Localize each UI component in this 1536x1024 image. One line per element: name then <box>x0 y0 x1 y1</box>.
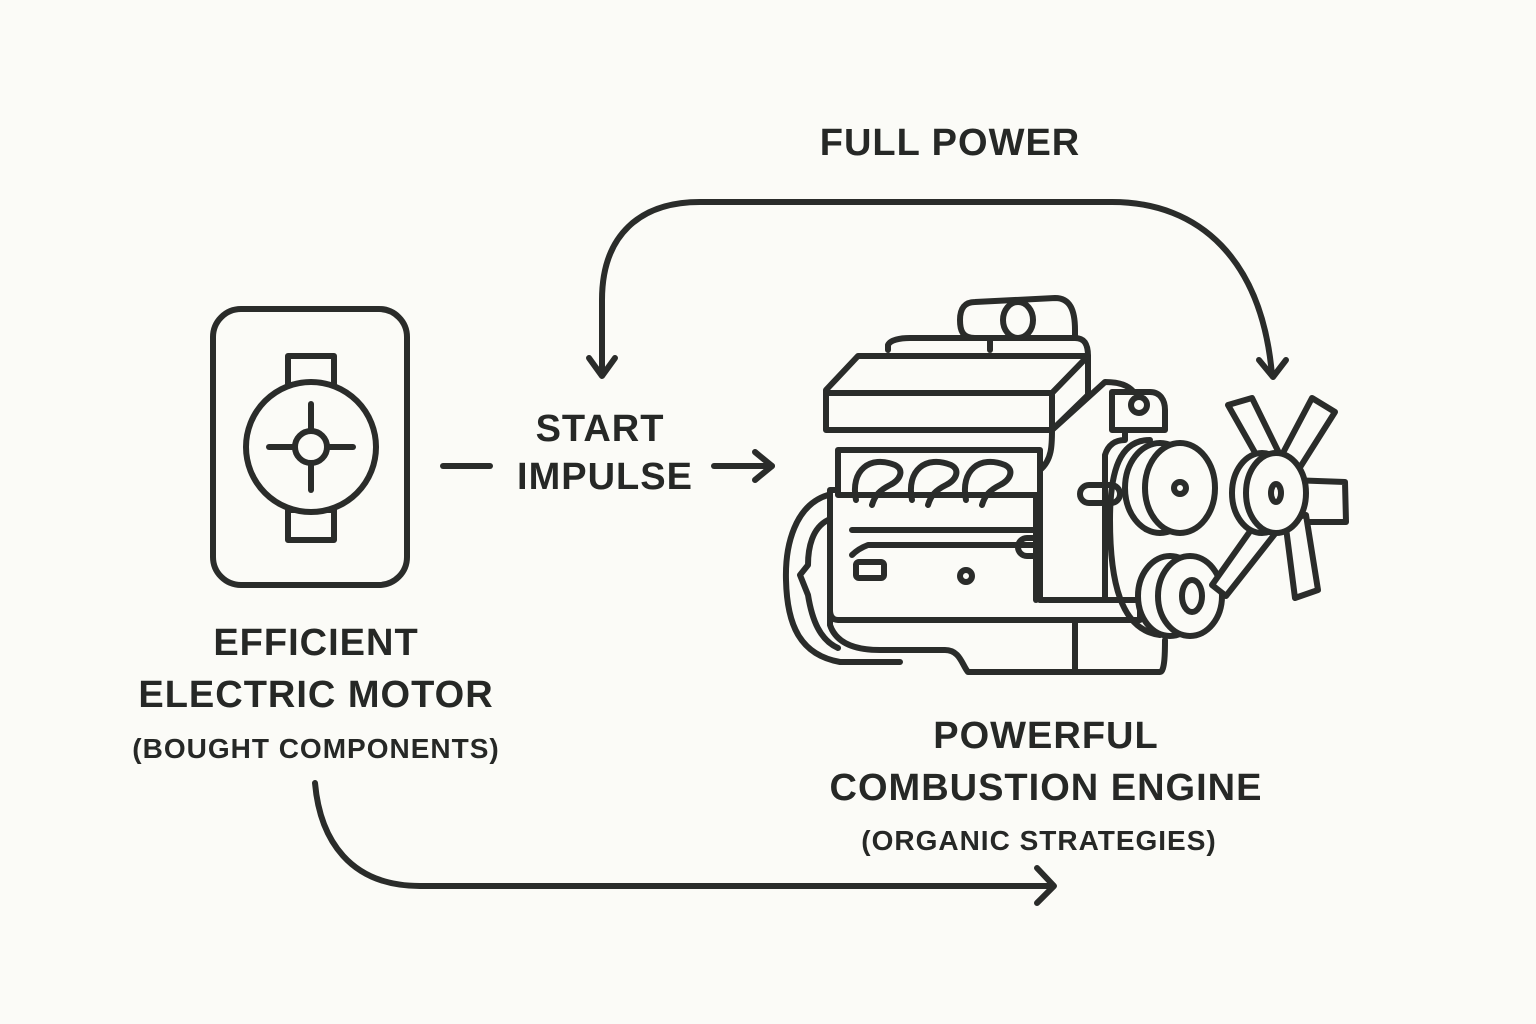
engine-alternator-pulley <box>1142 440 1218 536</box>
engine-alternator-hub <box>1171 479 1189 497</box>
engine-block-bolt <box>957 567 975 585</box>
engine-intake-plate <box>885 335 1091 359</box>
engine-air-filter <box>957 295 1078 341</box>
motor-subtitle: (BOUGHT COMPONENTS) <box>132 733 500 764</box>
arrow-down-icon-left <box>586 355 618 379</box>
arrow-down-icon-right <box>1256 357 1289 380</box>
full-power-label: FULL POWER <box>819 122 1081 164</box>
engine-title-line2: COMBUSTION ENGINE <box>829 767 1263 809</box>
electric-motor-icon <box>210 306 410 588</box>
engine-crank-pulley <box>1155 553 1225 639</box>
engine-manifold-runner-2 <box>907 458 960 508</box>
engine-subtitle: (ORGANIC STRATEGIES) <box>861 825 1217 856</box>
engine-title-line1: POWERFUL <box>933 715 1159 757</box>
bottom-flow-path <box>312 780 1056 889</box>
fan-hub-center <box>1268 481 1284 505</box>
engine-block-plate <box>853 559 887 581</box>
full-power-loop-path <box>599 199 1275 378</box>
engine-fan <box>1209 395 1349 601</box>
engine-manifold-runner-3 <box>961 458 1014 508</box>
arrow-right-icon <box>752 449 775 483</box>
start-impulse-label-line1: START <box>535 408 665 450</box>
engine-manifold-runner-1 <box>851 458 904 508</box>
engine-bracket-bolt <box>1128 394 1150 416</box>
engine-drive-belt <box>1107 437 1163 638</box>
arrow-right-icon-bottom <box>1034 865 1057 906</box>
engine-crank-hub <box>1179 577 1205 615</box>
start-impulse-arrow <box>711 449 775 483</box>
engine-air-filter-cap <box>1000 299 1036 341</box>
engine-front-tab <box>1077 482 1123 506</box>
motor-frame <box>210 306 410 588</box>
motor-body-circle <box>243 379 379 515</box>
engine-flywheel-inner <box>797 517 841 651</box>
full-power-arrow <box>586 199 1289 380</box>
motor-title-line1: EFFICIENT <box>213 622 419 664</box>
start-impulse-label-line2: IMPULSE <box>517 456 693 498</box>
motor-title-line2: ELECTRIC MOTOR <box>138 674 494 716</box>
engine-oil-pan <box>827 609 1168 675</box>
fan-hub <box>1243 450 1309 536</box>
engine-flywheel-outer <box>782 492 903 665</box>
engine-timing-cover <box>1037 379 1145 603</box>
bottom-flow-arrow <box>312 780 1057 906</box>
combustion-engine-icon <box>782 295 1349 675</box>
